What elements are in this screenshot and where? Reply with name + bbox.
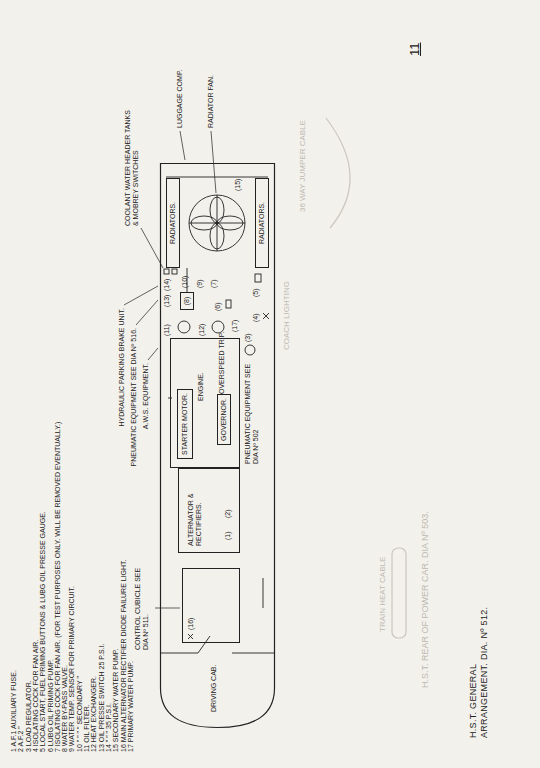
callout-number: (4) [252, 313, 260, 322]
component-box: (8) [180, 292, 194, 310]
part-name: PNEUMATIC EQUIPMENT SEE DIA Nº 502 [244, 358, 260, 464]
parts-list-line: 4 ISOLATING COCK FOR FAN AIR. [32, 640, 40, 752]
fan-and-fittings [164, 177, 269, 639]
callout-number: (14) [163, 279, 171, 291]
callout-number: (13) [163, 295, 171, 307]
governor-box: GOVERNOR. [217, 394, 231, 445]
part-name: HYDRAULIC PARKING BRAKE UNIT. [118, 308, 126, 508]
callout-number: (15) [234, 179, 242, 191]
parts-list-line: 10 " " " " SECONDARY " [76, 676, 84, 752]
node-label: STARTER MOTOR. [181, 393, 189, 455]
engine-box: ENGINE. STARTER MOTOR. GOVERNOR. [170, 338, 240, 468]
starter-motor-box: STARTER MOTOR. [177, 389, 193, 459]
node-label: RADIATORS. [258, 202, 266, 244]
parts-list-line: 7 ISOLATING COCK FOR FAN AIR. (FOR TEST … [54, 422, 62, 752]
callout-number: (10) [181, 276, 189, 288]
part-name: RADIATOR FAN. [207, 75, 215, 128]
callout-number: (5) [252, 288, 260, 297]
node-label: DRIVING CAB. [210, 656, 218, 712]
node-label: GOVERNOR. [220, 398, 228, 441]
part-name: OVERSPEED TRIP. [218, 332, 226, 394]
bleed-through-text: TRAIN HEAT CABLE [378, 557, 387, 632]
part-name: PNEUMATIC EQUIPMENT SEE DIA Nº 516. [130, 328, 138, 528]
callout-number: (6) [214, 302, 222, 311]
node-label: (16) [187, 600, 195, 630]
part-name: COOLANT WATER HEADER TANKS & MOBREY SWIT… [124, 108, 140, 226]
parts-list-line: 12 HEAT EXCHANGER. [90, 676, 98, 752]
node-label: ENGINE. [197, 361, 205, 401]
radiator-box: RADIATORS. [255, 178, 269, 268]
parts-list-line: 6 LUBG OIL PRIMING PUMP. [47, 659, 55, 752]
bleed-through [326, 118, 406, 638]
callout-number: (2) [224, 509, 232, 518]
parts-list-line: 16 MAIN ALTERNATOR RECTIFIER DIODE FAILU… [120, 559, 128, 752]
node-label: (8) [183, 297, 191, 306]
parts-list-line: 3 LOAD REGULATOR. [25, 680, 33, 752]
bleed-through-text: H.S.T. REAR OF POWER CAR. DIA Nº 503. [420, 511, 430, 688]
callout-number: (12) [198, 324, 206, 336]
node-label: RADIATORS. [169, 202, 177, 244]
part-name: CONTROL CUBICLE SEE DIA Nº 511. [134, 558, 150, 650]
parts-list-line: 17 PRIMARY WATER PUMP. [127, 661, 135, 752]
parts-list-line: 1 A.F.1 AUXILIARY FUSE. [10, 670, 18, 752]
radiator-box: RADIATORS. [166, 178, 180, 268]
parts-list-line: 9 WATER TEMP. SENSOR FOR PRIMARY CIRCUIT… [68, 586, 76, 752]
part-name: A.W.S. EQUIPMENT. [142, 363, 150, 563]
parts-list-line: 13 OIL PRESSE SWITCH 25 P.S.I. [98, 643, 106, 752]
node-label: ALTERNATOR & RECTIFIERS. [187, 474, 203, 546]
parts-list-line: 5 LOCAL START, FUEL PRIMING BUTTONS & LU… [39, 511, 47, 752]
callout-number: (1) [224, 531, 232, 540]
parts-list-line: 14 " " " 35 P.S.I. [105, 703, 113, 752]
page-number: 11 [408, 43, 423, 57]
callout-number: (9) [196, 279, 204, 288]
parts-list-line: 15 SECONDARY WATER PUMP. [112, 649, 120, 752]
bleed-through-text: COACH LIGHTING [282, 281, 291, 350]
parts-list-line: 8 WATER BY-PASS VALVE. [61, 665, 69, 752]
callout-number: (3) [244, 333, 252, 342]
callout-number: (11) [163, 324, 171, 336]
bleed-through-text: 36 WAY JUMPER CABLE [298, 120, 307, 212]
sheet-title: H.S.T. GENERAL ARRANGEMENT. DIA. Nº 512. [468, 588, 491, 738]
part-name: LUGGAGE COMP. [176, 69, 184, 128]
callout-number: (17) [231, 320, 239, 332]
callout-number: (7) [210, 279, 218, 288]
parts-list-line: 11 OIL FILTER. [83, 704, 91, 752]
parts-list-line: 2 A.F.2 " [17, 726, 25, 752]
control-cubicle: (16) [182, 568, 240, 643]
